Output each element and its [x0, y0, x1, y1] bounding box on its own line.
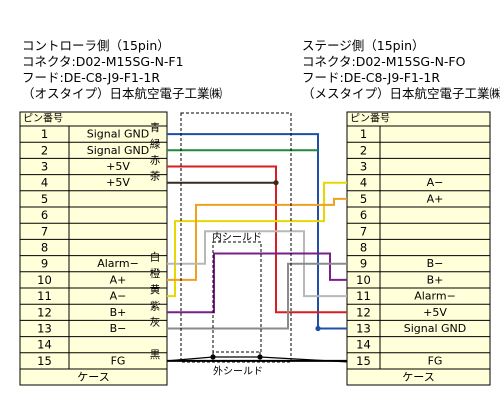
right-pin-number: 4: [360, 176, 367, 190]
header-line: コントローラ側（15pin）: [22, 38, 170, 53]
right-pin-number: 14: [356, 338, 371, 352]
header-line: コネクタ:D02-M15SG-N-F1: [22, 54, 184, 69]
left-table-frame: [19, 111, 168, 386]
wire-red: [167, 165, 347, 314]
right-table-frame: [346, 111, 491, 386]
right-pin-signal: B+: [427, 273, 444, 286]
junction-dot-gnd: [315, 325, 321, 332]
right-pin-signal: A+: [427, 192, 444, 205]
left-pin-signal: B−: [110, 322, 127, 335]
wire-orange: [167, 197, 347, 281]
right-pin-signal: B−: [427, 257, 444, 270]
drain-dot: [210, 354, 216, 360]
left-pin-number: 4: [41, 176, 48, 190]
left-pin-number: 9: [41, 257, 48, 271]
wire-blue: [167, 133, 347, 330]
left-pin-signal: Alarm−: [97, 257, 139, 270]
right-pin-number: 11: [356, 289, 371, 303]
left-case-label: ケース: [77, 371, 109, 384]
right-pin-signal: A−: [427, 176, 444, 189]
wire-purple: [167, 252, 347, 314]
right-pin-signal: FG: [428, 354, 443, 367]
left-pin-number: 14: [37, 338, 52, 352]
controller-side-header: コントローラ側（15pin） コネクタ:D02-M15SG-N-F1 フード:D…: [22, 38, 222, 102]
wire-label-white: 白: [150, 251, 161, 264]
left-pin-number: 8: [41, 241, 48, 255]
wire-label-gray: 灰: [150, 316, 161, 329]
wire-gray: [167, 262, 347, 330]
left-pin-signal: Signal GND: [87, 144, 150, 157]
right-pin-number: 3: [360, 160, 367, 174]
header-line: フード:DE-C8-J9-F1-1R: [22, 70, 161, 85]
right-pin-number: 2: [360, 143, 367, 157]
header-line: （メスタイプ）日本航空電子工業㈱: [302, 86, 500, 101]
right-pin-number: 10: [356, 273, 371, 287]
outer-shield-box: [180, 112, 292, 363]
outer-shield-label: 外シールド: [213, 366, 263, 378]
junction-dot-5v: [273, 180, 279, 186]
right-pin-number: 15: [356, 354, 371, 368]
right-pin-number: 7: [360, 224, 367, 238]
left-pin-signal: FG: [111, 354, 126, 367]
left-pin-number: 1: [41, 127, 48, 141]
right-pin-number: 5: [360, 192, 367, 206]
left-pin-number: 5: [41, 192, 48, 206]
right-pin-number: 8: [360, 241, 367, 255]
left-pin-number: 6: [41, 208, 48, 222]
wire-yellow: [167, 181, 347, 298]
left-pin-signal: Signal GND: [87, 128, 150, 141]
header-line: コネクタ:D02-M15SG-N-FO: [302, 54, 466, 69]
drain-line: [259, 356, 348, 363]
left-pin-number: 7: [41, 224, 48, 238]
right-pin-header: ピン番号: [350, 113, 390, 125]
wire-label-red: 赤: [150, 155, 161, 167]
left-pin-header: ピン番号: [23, 113, 63, 125]
left-pin-number: 13: [37, 322, 52, 336]
left-pin-signal: B+: [110, 306, 127, 319]
wire-label-purple: 紫: [150, 300, 161, 312]
wire-white: [167, 230, 347, 298]
drain-line: [166, 356, 214, 362]
wire-label-orange: 橙: [150, 267, 161, 280]
right-pin-number: 9: [360, 257, 367, 271]
right-pin-signal: Signal GND: [404, 322, 467, 335]
left-pin-number: 11: [37, 289, 52, 303]
left-pin-number: 15: [37, 354, 52, 368]
inner-shield-label: 内シールド: [212, 231, 262, 244]
left-pin-signal: A−: [110, 290, 127, 303]
left-pin-number: 3: [41, 160, 48, 174]
stage-side-header: ステージ側（15pin） コネクタ:D02-M15SG-N-FO フード:DE-…: [302, 38, 500, 102]
wire-label-green: 緑: [150, 137, 161, 150]
wire-label-brown: 茶: [150, 170, 161, 183]
right-pin-number: 12: [356, 305, 371, 319]
left-pin-number: 2: [41, 143, 48, 157]
right-pin-number: 13: [356, 322, 371, 336]
wire-label-yellow: 黄: [150, 283, 161, 296]
left-pin-number: 12: [37, 305, 52, 319]
left-pin-number: 10: [37, 273, 52, 287]
right-pin-signal: +5V: [423, 306, 447, 319]
header-line: （オスタイプ）日本航空電子工業㈱: [22, 86, 223, 101]
right-pin-signal: Alarm−: [414, 290, 456, 303]
left-pin-signal: A+: [110, 273, 127, 286]
right-case-label: ケース: [402, 371, 434, 384]
wire-label-black: 黒: [150, 349, 161, 361]
inner-shield-box: [212, 241, 262, 353]
left-pin-signal: +5V: [106, 160, 130, 173]
drain-dot: [257, 354, 263, 360]
right-pin-number: 6: [360, 208, 367, 222]
left-pin-signal: +5V: [106, 176, 130, 189]
header-line: フード:DE-C8-J9-F1-1R: [302, 70, 441, 85]
wire-label-blue: 青: [150, 121, 161, 134]
header-line: ステージ側（15pin）: [302, 38, 425, 53]
right-pin-number: 1: [360, 127, 367, 141]
